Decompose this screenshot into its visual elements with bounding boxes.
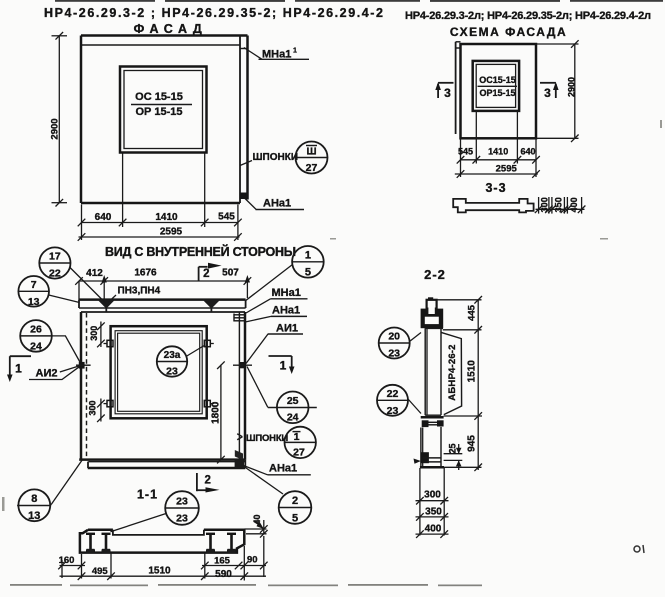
svg-text:545: 545	[458, 147, 473, 157]
svg-text:17: 17	[49, 251, 61, 263]
svg-text:1: 1	[15, 362, 22, 376]
svg-text:445: 445	[467, 304, 478, 321]
svg-text:2: 2	[203, 268, 209, 280]
svg-text:АНа1: АНа1	[272, 305, 300, 317]
svg-text:МНа1: МНа1	[272, 287, 301, 299]
svg-text:13: 13	[28, 510, 40, 522]
svg-text:Ш: Ш	[306, 147, 316, 158]
svg-text:2-2: 2-2	[424, 267, 446, 282]
svg-text:ШПОНКИ: ШПОНКИ	[246, 433, 288, 444]
svg-text:22: 22	[49, 268, 61, 280]
svg-text:24: 24	[30, 341, 42, 353]
svg-text:1: 1	[280, 359, 287, 373]
svg-text:24: 24	[287, 412, 299, 424]
svg-text:2900: 2900	[50, 118, 61, 139]
svg-text:1510: 1510	[467, 360, 478, 383]
svg-text:ОС15-15: ОС15-15	[479, 75, 516, 85]
svg-text:3: 3	[444, 86, 451, 100]
svg-text:23: 23	[166, 366, 178, 378]
svg-text:АИ1: АИ1	[276, 323, 298, 335]
svg-text:160: 160	[59, 555, 75, 566]
svg-text:2595: 2595	[496, 164, 518, 175]
svg-text:400: 400	[425, 524, 442, 535]
svg-text:350: 350	[425, 507, 442, 518]
svg-text:90: 90	[247, 555, 258, 566]
svg-text:ОС 15-15: ОС 15-15	[135, 91, 183, 103]
svg-text:23а: 23а	[164, 350, 181, 361]
svg-text:300: 300	[424, 490, 441, 501]
svg-text:1676: 1676	[134, 268, 157, 279]
svg-text:2595: 2595	[160, 227, 183, 238]
svg-text:23: 23	[387, 405, 399, 417]
svg-text:1: 1	[293, 48, 297, 55]
svg-text:2: 2	[292, 495, 298, 507]
svg-text:26: 26	[30, 324, 42, 336]
svg-text:1800: 1800	[210, 401, 221, 424]
svg-text:1510: 1510	[148, 566, 171, 577]
svg-text:5: 5	[292, 513, 298, 525]
svg-text:165: 165	[214, 556, 231, 567]
svg-text:300: 300	[89, 326, 99, 341]
svg-text:300: 300	[539, 197, 549, 212]
svg-text:1410: 1410	[488, 147, 508, 157]
svg-text:23: 23	[176, 496, 188, 508]
svg-text:ОР15-15: ОР15-15	[479, 88, 515, 98]
svg-text:27: 27	[306, 162, 318, 174]
svg-text:АИ2: АИ2	[36, 368, 58, 380]
svg-text:412: 412	[86, 268, 103, 279]
svg-text:АБНР4-26-2: АБНР4-26-2	[447, 344, 458, 400]
svg-text:640: 640	[520, 147, 535, 157]
svg-text:НР4-26.29.3-2 ; НР4-26.29.35-2: НР4-26.29.3-2 ; НР4-26.29.35-2; НР4-26.2…	[44, 6, 383, 20]
svg-text:ОР 15-15: ОР 15-15	[135, 106, 182, 118]
svg-text:13: 13	[28, 296, 40, 308]
svg-text:1: 1	[294, 431, 300, 443]
svg-text:ПН3,ПН4: ПН3,ПН4	[118, 286, 161, 297]
svg-text:507: 507	[222, 268, 239, 279]
svg-text:1: 1	[305, 250, 311, 262]
svg-text:20: 20	[388, 331, 400, 343]
svg-text:АНа1: АНа1	[269, 463, 297, 475]
svg-text:7: 7	[31, 279, 37, 291]
svg-text:СХЕМА ФАСАДА: СХЕМА ФАСАДА	[450, 25, 567, 39]
svg-text:300: 300	[88, 400, 98, 415]
svg-text:40: 40	[252, 514, 262, 524]
svg-text:5: 5	[305, 267, 311, 279]
svg-text:23: 23	[388, 348, 400, 360]
svg-text:1-1: 1-1	[137, 488, 158, 502]
svg-text:400: 400	[569, 197, 579, 212]
svg-text:3-3: 3-3	[485, 181, 506, 195]
svg-text:АНа1: АНа1	[263, 198, 291, 210]
svg-text:350: 350	[553, 197, 563, 212]
svg-text:МНа1: МНа1	[262, 49, 291, 61]
svg-text:25: 25	[448, 443, 458, 453]
svg-text:545: 545	[218, 212, 235, 223]
svg-text:1410: 1410	[155, 212, 178, 223]
svg-text:22: 22	[387, 388, 399, 400]
svg-text:ВИД С ВНУТРЕННЕЙ СТОРОНЫ: ВИД С ВНУТРЕННЕЙ СТОРОНЫ	[105, 244, 296, 259]
svg-text:8: 8	[31, 493, 37, 505]
svg-text:НР4-26.29.3-2л; НР4-26.29.35-2: НР4-26.29.3-2л; НР4-26.29.35-2л; НР4-26.…	[405, 10, 651, 22]
svg-text:2: 2	[204, 474, 210, 486]
svg-text:3: 3	[544, 86, 551, 100]
svg-text:590: 590	[215, 569, 232, 580]
svg-text:27: 27	[293, 447, 305, 459]
svg-text:495: 495	[92, 566, 109, 577]
svg-text:ФАСАД: ФАСАД	[134, 22, 208, 36]
svg-text:ШПОНКИ: ШПОНКИ	[253, 152, 299, 163]
svg-text:640: 640	[95, 212, 112, 223]
svg-text:25: 25	[287, 395, 299, 407]
svg-text:945: 945	[467, 435, 478, 452]
svg-text:23: 23	[176, 513, 188, 525]
svg-text:2900: 2900	[567, 77, 577, 97]
